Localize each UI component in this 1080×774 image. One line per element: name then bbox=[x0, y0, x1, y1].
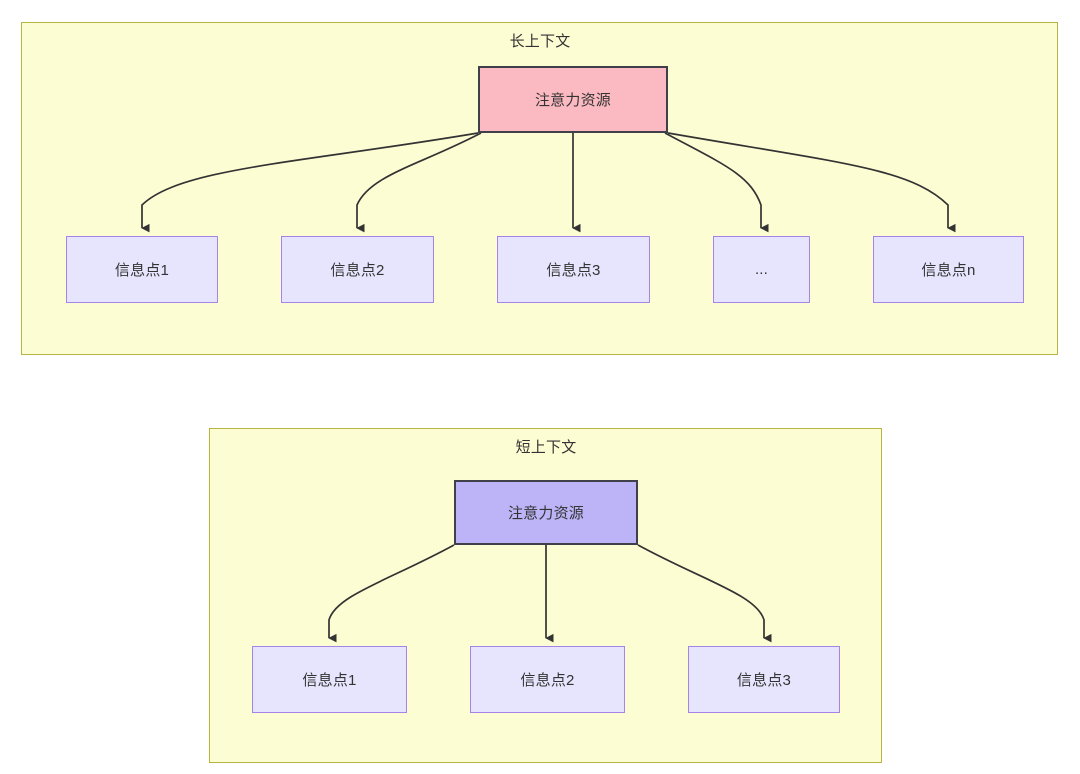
node-info-point-2-short[interactable]: 信息点2 bbox=[470, 646, 625, 713]
node-info-point-1-short[interactable]: 信息点1 bbox=[252, 646, 407, 713]
node-info-point-n-long[interactable]: 信息点n bbox=[873, 236, 1024, 303]
group-title-short-context: 短上下文 bbox=[515, 439, 577, 456]
node-attention-resource-long[interactable]: 注意力资源 bbox=[478, 66, 668, 133]
node-info-point-ellipsis-long[interactable]: ... bbox=[713, 236, 810, 303]
group-title-long-context: 长上下文 bbox=[509, 33, 571, 50]
node-info-point-2-long[interactable]: 信息点2 bbox=[281, 236, 434, 303]
node-info-point-3-long[interactable]: 信息点3 bbox=[497, 236, 650, 303]
node-info-point-3-short[interactable]: 信息点3 bbox=[688, 646, 840, 713]
node-attention-resource-short[interactable]: 注意力资源 bbox=[454, 480, 638, 545]
node-info-point-1-long[interactable]: 信息点1 bbox=[66, 236, 218, 303]
